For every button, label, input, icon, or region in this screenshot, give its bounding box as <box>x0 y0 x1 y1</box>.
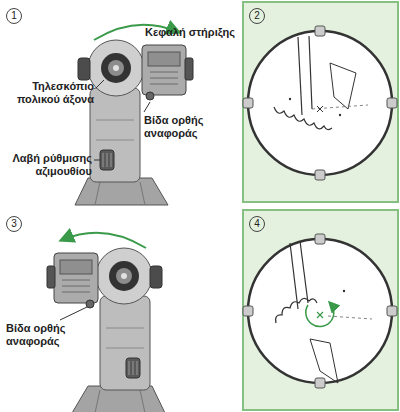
callout-number: 1 <box>6 8 22 24</box>
callout-number: 3 <box>6 216 22 232</box>
part-label: Τηλεσκόπιο πολικού άξονα <box>4 80 94 106</box>
part-label: Βίδα ορθής αναφοράς <box>144 114 224 140</box>
callout-number: 2 <box>249 8 265 24</box>
part-label: Κεφαλή στήριξης <box>145 26 238 39</box>
callout-number: 4 <box>249 216 265 232</box>
part-label: Βίδα ορθής αναφοράς <box>6 322 86 348</box>
part-label: Λαβή ρύθμισης αζιμουθίου <box>4 152 92 178</box>
